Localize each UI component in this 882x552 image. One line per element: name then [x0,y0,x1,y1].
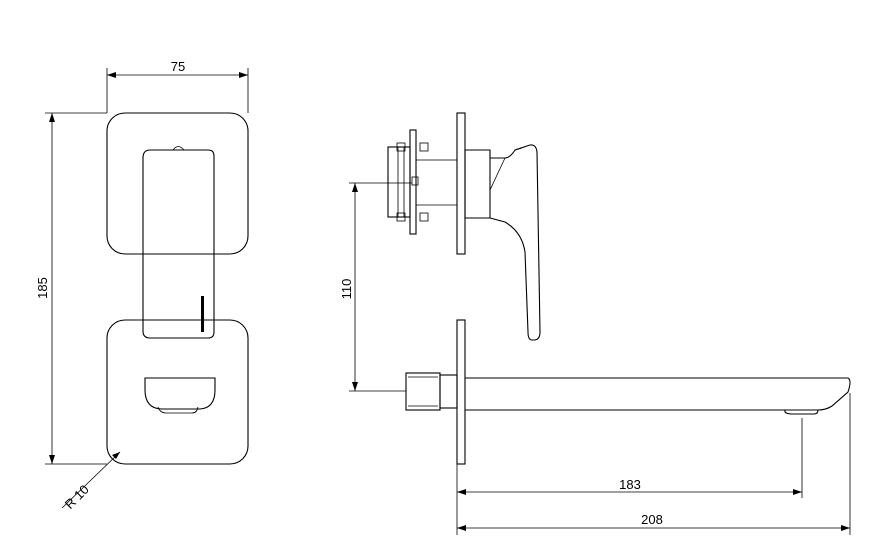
aerator [157,406,199,414]
dimension-208-label: 208 [641,512,663,527]
side-lower-plate [456,319,466,465]
valve-body [387,146,411,218]
handle-body [464,149,491,219]
dimension-110-label: 110 [339,279,354,300]
side-view: 110 183 208 [339,112,851,535]
front-view: 75 185 R 10 [35,59,249,512]
handle-lever-side [489,144,541,341]
spout-arm [465,377,851,411]
dimension-75-label: 75 [171,59,185,74]
radius-10-label: R 10 [62,482,92,512]
spout-connector [405,372,441,411]
valve-stud-bottom [396,212,406,222]
spout-aerator [784,409,819,415]
valve-stud-top [396,142,406,152]
logo-mark [201,296,204,332]
lever-handle [142,149,215,339]
dimension-183-label: 183 [619,477,641,492]
valve-flange [409,129,417,235]
lower-wall-plate [106,319,249,465]
spout-opening [144,377,216,410]
dimension-185-label: 185 [35,277,50,299]
lever-handle-top [172,146,185,151]
upper-wall-plate [106,112,249,255]
side-upper-plate [456,112,466,255]
